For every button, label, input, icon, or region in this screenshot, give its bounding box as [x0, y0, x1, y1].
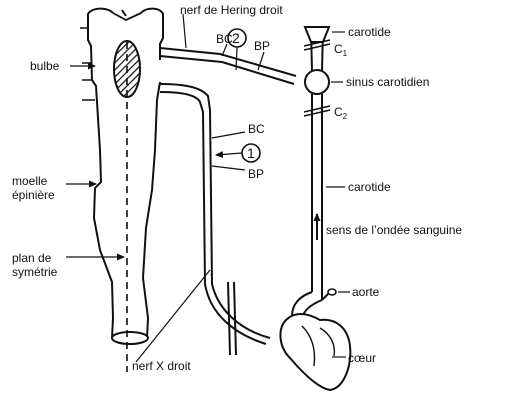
label-aorte: aorte [352, 285, 380, 299]
carotid-top-cup [305, 27, 329, 42]
label-c2-sub: 2 [343, 112, 348, 121]
label-c1-letter: C [334, 42, 343, 56]
label-c1: C1 [334, 42, 348, 58]
label-c2-letter: C [334, 105, 343, 119]
hering-nerve [160, 48, 296, 84]
label-num-one: 1 [247, 145, 255, 161]
label-plan-2: symétrie [12, 265, 58, 279]
pointer-bp-mid [212, 166, 245, 170]
label-plan-1: plan de [12, 251, 52, 265]
label-moelle-1: moelle [12, 174, 48, 188]
label-c2: C2 [334, 105, 348, 121]
label-carotide-mid: carotide [348, 180, 391, 194]
label-nerf-x: nerf X droit [132, 359, 191, 373]
label-c1-sub: 1 [343, 49, 348, 58]
pointer-bc-mid [212, 132, 245, 138]
label-sens: sens de l’ondée sanguine [326, 223, 462, 237]
carotid-sinus-bulb [305, 70, 329, 94]
pointer-hering [183, 14, 186, 48]
heart-shape [280, 314, 350, 390]
label-bp-top: BP [254, 39, 270, 53]
label-bc-top: BC [216, 32, 233, 46]
carotid-artery [311, 28, 323, 300]
label-sinus: sinus carotidien [346, 75, 429, 89]
spinal-cord-base [112, 332, 148, 344]
label-bp-mid: BP [248, 167, 264, 181]
label-moelle-2: épinière [12, 188, 55, 202]
label-nerf-hering: nerf de Hering droit [180, 3, 283, 17]
aorta-stub-end [328, 289, 336, 295]
pointer-one [216, 153, 242, 155]
midline-notch [113, 13, 141, 20]
label-coeur: cœur [348, 351, 376, 365]
label-bulbe: bulbe [30, 59, 60, 73]
label-carotide-top: carotide [348, 25, 391, 39]
label-bc-mid: BC [248, 122, 265, 136]
c2-mark [304, 106, 330, 116]
label-num-two: 2 [232, 30, 240, 46]
